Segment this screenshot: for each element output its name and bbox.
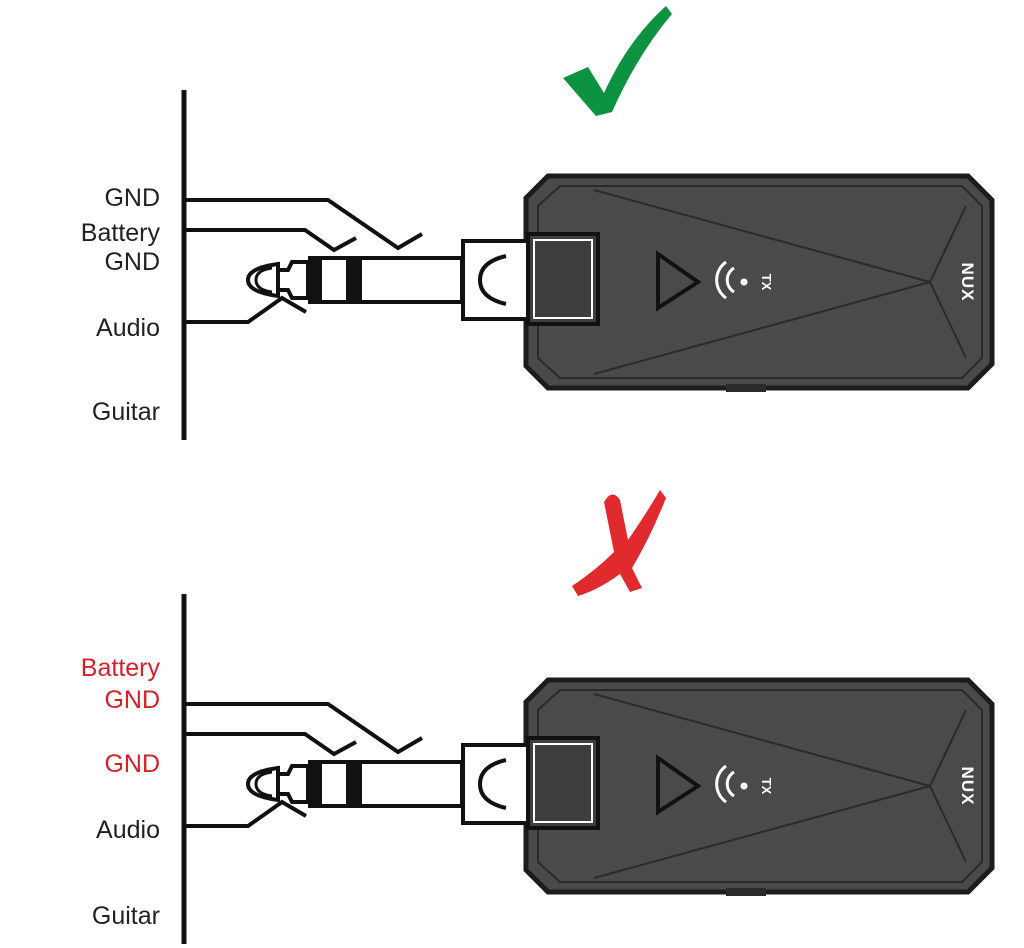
- panel-correct: TX NUX GND Battery GND Audio Guitar: [81, 6, 992, 440]
- cross-mark-icon: [572, 490, 666, 596]
- wires: [184, 702, 424, 828]
- label-guitar: Guitar: [92, 398, 160, 426]
- wireless-dot: [740, 278, 748, 286]
- wireless-dot: [740, 782, 748, 790]
- device-mode-label: TX: [759, 274, 774, 291]
- check-mark-icon: [563, 6, 672, 116]
- label-battery: Battery: [81, 219, 161, 247]
- label-audio: Audio: [96, 816, 160, 844]
- jack-plug: [246, 760, 464, 808]
- label-gnd-wrong: GND: [104, 750, 160, 778]
- device-brand-label: NUX: [958, 263, 977, 302]
- triangle-play-icon: [656, 250, 702, 312]
- label-audio: Audio: [96, 314, 160, 342]
- device-mode-label: TX: [759, 778, 774, 795]
- device-brand-label: NUX: [958, 767, 977, 806]
- label-battery-gnd: GND: [104, 248, 160, 276]
- jack-plug: [246, 256, 464, 304]
- label-guitar: Guitar: [92, 902, 160, 930]
- panel-wrong: TX NUX Battery GND GND Audio Guitar: [81, 490, 992, 944]
- triangle-play-icon: [656, 754, 702, 816]
- wires: [184, 198, 424, 324]
- label-gnd: GND: [104, 184, 160, 212]
- wireless-signal-icon: [715, 764, 735, 804]
- wireless-signal-icon: [715, 260, 735, 300]
- label-battery-gnd-wrong: GND: [104, 686, 160, 714]
- label-battery-wrong: Battery: [81, 654, 161, 682]
